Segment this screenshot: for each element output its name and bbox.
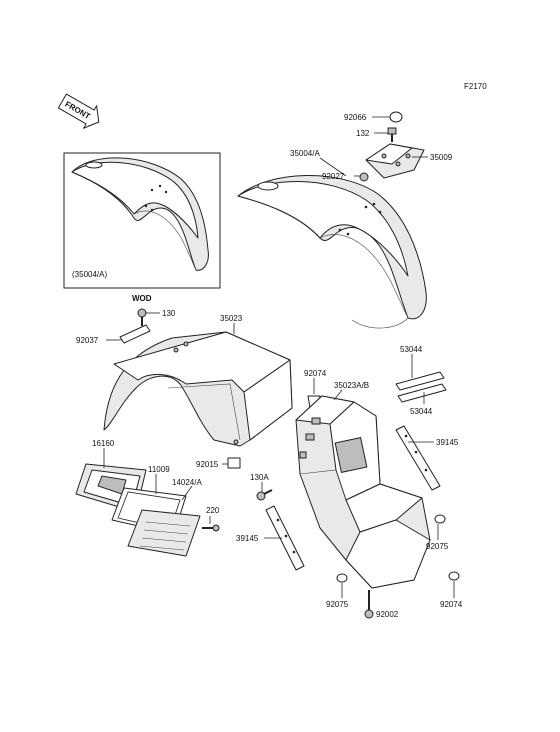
callout-53044-upper: 53044	[400, 345, 423, 354]
callout-92015: 92015	[196, 460, 219, 469]
callout-53044-lower: 53044	[410, 407, 433, 416]
callout-labels: 92066 132 35004/A 35009 92027 130 92037 …	[76, 113, 463, 619]
reflector-14024a	[127, 509, 201, 557]
callout-35023ab: 35023A/B	[334, 381, 369, 390]
front-arrow-icon: FRONT	[57, 93, 100, 129]
inset-caption: WOD	[132, 294, 152, 303]
bracket-35009	[365, 143, 425, 179]
screw-220	[202, 524, 220, 532]
strip-39145-right	[395, 425, 441, 491]
plate-92037	[119, 324, 151, 344]
bolt-132	[387, 127, 397, 142]
callout-92002: 92002	[376, 610, 399, 619]
inset-frame	[63, 152, 221, 289]
callout-132: 132	[356, 129, 370, 138]
callout-220: 220	[206, 506, 220, 515]
grommet-92075-right	[434, 514, 446, 524]
grommet-92075-left	[336, 573, 348, 583]
callout-92075-left: 92075	[326, 600, 349, 609]
leader-lines	[103, 116, 455, 598]
callout-39145-right: 39145	[436, 438, 459, 447]
rail-53044-upper	[395, 371, 445, 391]
bushing-92027	[359, 172, 369, 182]
callout-35009: 35009	[430, 153, 453, 162]
callout-35023: 35023	[220, 314, 243, 323]
bolt-130a	[256, 489, 273, 501]
side-cover-35023ab	[295, 395, 431, 589]
callout-16160: 16160	[92, 439, 115, 448]
inset-wod-variant: (35004/A) WOD	[63, 152, 221, 303]
figure-code: F2170	[464, 82, 487, 91]
bolt-130	[137, 308, 147, 326]
inset-front-fender	[71, 157, 209, 271]
bolt-92002	[364, 590, 374, 619]
clip-92015	[227, 457, 241, 469]
callout-130: 130	[162, 309, 176, 318]
callout-92075-right: 92075	[426, 542, 449, 551]
callout-92027: 92027	[322, 172, 345, 181]
callout-130a: 130A	[250, 473, 269, 482]
callout-39145-left: 39145	[236, 534, 259, 543]
callout-11009: 11009	[148, 465, 170, 474]
callout-92074-bottom: 92074	[440, 600, 463, 609]
callout-35004a: 35004/A	[290, 149, 320, 158]
rear-fender-35023	[103, 331, 293, 447]
callout-92066: 92066	[344, 113, 367, 122]
strip-39145-left	[265, 505, 305, 571]
callout-14024a: 14024/A	[172, 478, 202, 487]
callout-92037: 92037	[76, 336, 99, 345]
rail-53044-lower	[397, 383, 447, 403]
front-fender	[237, 175, 427, 329]
cap-92066	[389, 111, 403, 123]
inset-part-label: (35004/A)	[72, 270, 107, 279]
grommet-92074-bottom	[448, 571, 460, 581]
callout-92074-top: 92074	[304, 369, 327, 378]
